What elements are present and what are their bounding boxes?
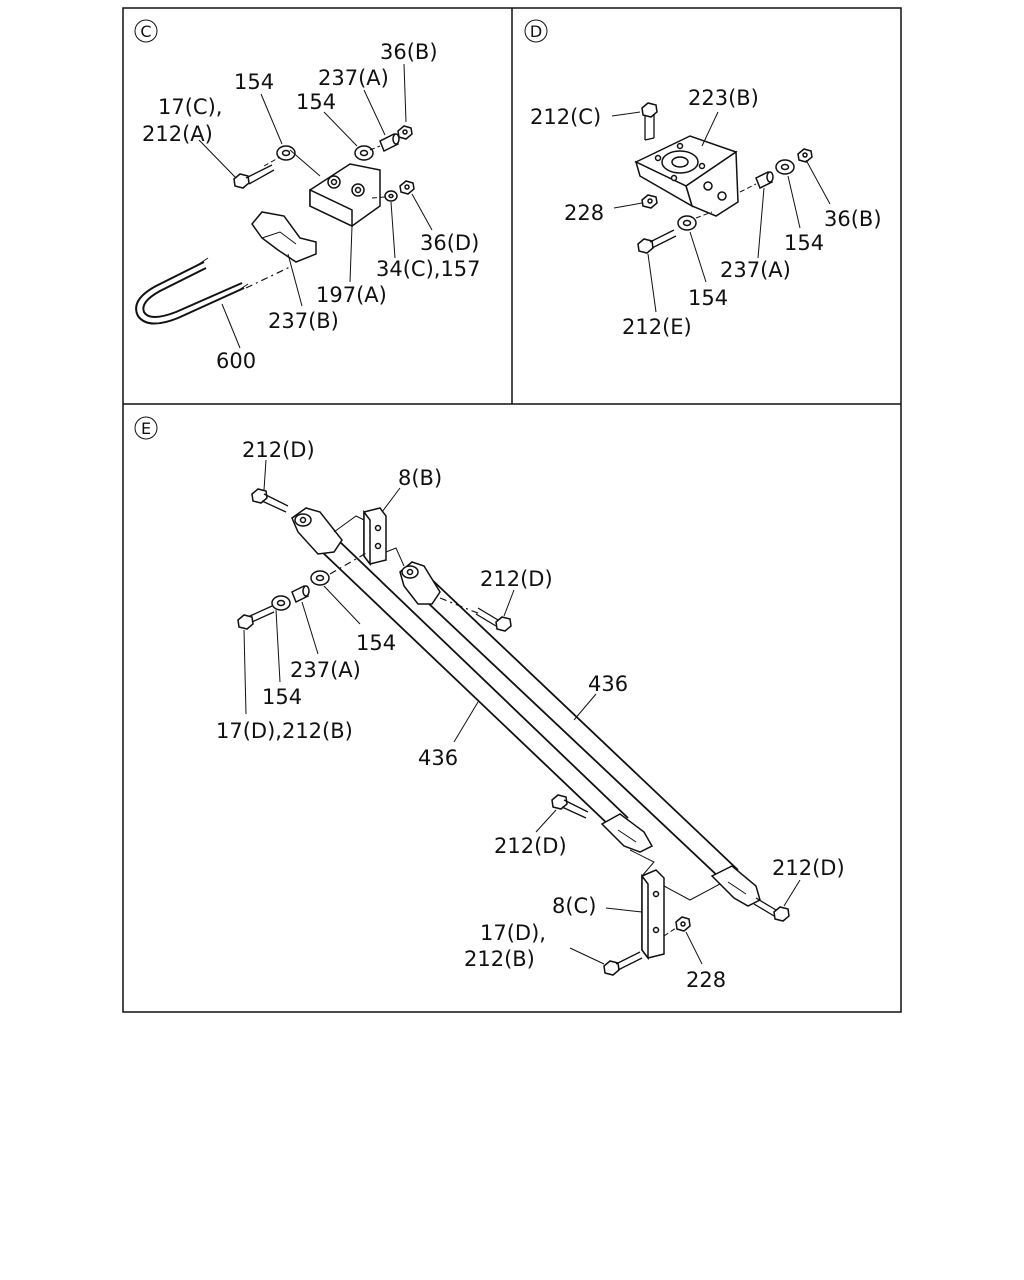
bracket-8c (641, 869, 665, 961)
bushing-154-c-right (354, 145, 374, 161)
rod-end-top-right (399, 561, 441, 605)
washer-34c-157 (384, 190, 398, 202)
bracket-223b (634, 135, 739, 217)
nut-36b-c (397, 125, 413, 140)
bushing-154-d-right (775, 159, 795, 175)
nut-36b-d (797, 148, 813, 163)
label-c-36b: 36(B) (380, 40, 438, 64)
section-d-leader-lines (611, 111, 831, 313)
bolt-17d-212b-left (237, 605, 275, 630)
bolt-212e (637, 229, 677, 254)
label-d-212c: 212(C) (530, 105, 601, 129)
rod-436-left (319, 539, 629, 829)
section-e-assembly-lines (329, 515, 721, 937)
label-e-436-left: 436 (418, 746, 458, 770)
bolt-212d-lower (551, 794, 589, 819)
bushing-154-e-right (310, 570, 330, 586)
label-d-36b: 36(B) (824, 207, 882, 231)
collar-237a-c (379, 132, 400, 153)
nut-228-e (675, 916, 691, 932)
label-e-154-right: 154 (356, 631, 396, 655)
label-c-237b: 237(B) (268, 309, 339, 333)
label-e-8c: 8(C) (552, 894, 596, 918)
label-d-223b: 223(B) (688, 86, 759, 110)
u-bolt-600 (135, 257, 249, 325)
label-e-17d-bottom: 17(D), (480, 921, 546, 945)
section-d-drawing: 212(C) 223(B) 228 36(B) 154 237(A) 154 2… (530, 86, 882, 339)
section-c-leader-lines (198, 63, 433, 349)
rod-end-top-left (291, 507, 343, 555)
bolt-212d-top (251, 488, 289, 513)
label-e-212d-top: 212(D) (242, 438, 315, 462)
section-c-drawing: 36(B) 237(A) 154 154 17(C), 212(A) 36(D)… (135, 40, 481, 373)
label-c-36d: 36(D) (420, 231, 479, 255)
rod-end-bottom-left (600, 813, 654, 853)
section-marker-d: D (524, 19, 548, 43)
rod-end-bottom-right (710, 865, 761, 907)
label-d-154-right: 154 (784, 231, 824, 255)
label-c-154-mid: 154 (296, 90, 336, 114)
bushing-154-c-left (276, 145, 296, 161)
section-e-drawing: 212(D) 8(B) 212(D) 154 237(A) 154 17(D),… (216, 438, 845, 992)
label-c-237a: 237(A) (318, 66, 389, 90)
bolt-17d-212b-bottom (603, 951, 643, 976)
nut-228-d (641, 194, 658, 209)
label-c-600: 600 (216, 349, 256, 373)
bracket-237b (251, 211, 317, 263)
label-d-154-bottom: 154 (688, 286, 728, 310)
section-e-leader-lines (243, 459, 801, 965)
label-e-212d-mid: 212(D) (480, 567, 553, 591)
bolt-212d-bottom-right (753, 897, 790, 922)
svg-text:E: E (141, 419, 151, 438)
label-e-17d-212b: 17(D),212(B) (216, 719, 353, 743)
label-e-212d-lower: 212(D) (494, 834, 567, 858)
rod-436-right (409, 575, 739, 881)
label-c-197a: 197(A) (316, 283, 387, 307)
section-c-assembly-lines (245, 145, 386, 289)
label-d-212e: 212(E) (622, 315, 692, 339)
label-d-237a: 237(A) (720, 258, 791, 282)
bracket-197a (309, 163, 381, 228)
bushing-154-d-bottom (677, 215, 697, 231)
label-c-17c: 17(C), (158, 95, 222, 119)
label-c-154-top: 154 (234, 70, 274, 94)
bolt-212c (641, 102, 658, 141)
label-e-154-left: 154 (262, 685, 302, 709)
label-e-436-right: 436 (588, 672, 628, 696)
bushing-154-e-left (271, 595, 291, 611)
label-c-212a: 212(A) (142, 122, 213, 146)
svg-text:C: C (140, 22, 151, 41)
bolt-212d-mid (475, 607, 512, 632)
label-e-212b-bottom: 212(B) (464, 947, 535, 971)
section-d-assembly-lines (695, 183, 757, 219)
diagram-frames (122, 7, 902, 1013)
label-e-237a: 237(A) (290, 658, 361, 682)
nut-36d (399, 180, 415, 195)
bracket-8b (363, 507, 387, 567)
label-c-34c-157: 34(C),157 (376, 257, 481, 281)
svg-text:D: D (530, 22, 542, 41)
label-e-8b: 8(B) (398, 466, 442, 490)
label-d-228: 228 (564, 201, 604, 225)
bolt-17c-212a (233, 164, 275, 189)
collar-237a-e (291, 584, 310, 604)
label-e-228: 228 (686, 968, 726, 992)
section-marker-e: E (134, 416, 158, 440)
label-e-212d-bottom-right: 212(D) (772, 856, 845, 880)
collar-237a-d (755, 170, 774, 190)
section-marker-c: C (134, 19, 158, 43)
